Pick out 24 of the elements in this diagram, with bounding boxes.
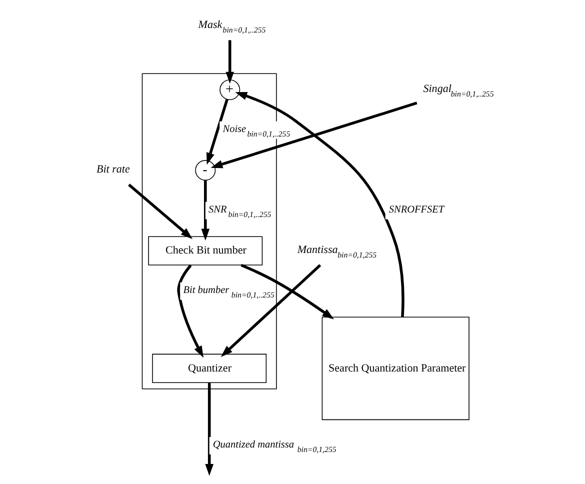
- node-text: Singal$_{bin=0,1,..255}$: [422, 82, 494, 98]
- arrow: [200, 180, 210, 241]
- arrow: [128, 184, 192, 240]
- node-text: Mantissa$_{bin=0,1,255}$: [296, 244, 376, 260]
- edge-label: Bit bumber$_{bin=0,1,..255}$: [182, 284, 274, 300]
- edge-label: SNR$_{bin=0,1,..255}$: [208, 204, 271, 219]
- arrow: [240, 264, 334, 320]
- arrow: [234, 92, 404, 318]
- node-box: Check Bit number: [148, 236, 262, 266]
- arrow: [225, 40, 234, 84]
- arrow: [210, 102, 417, 168]
- edge-label: SNROFFSET: [388, 204, 444, 216]
- node-text: Mask$_{bin=0,1,..255}$: [198, 18, 266, 34]
- node-text: Bit rate: [96, 163, 130, 176]
- node-circle: +: [219, 80, 240, 100]
- node-circle: -: [194, 160, 216, 181]
- edge-label: Noise$_{bin=0,1,..255}$: [222, 124, 290, 138]
- arrow: [206, 98, 228, 165]
- arrow: [176, 264, 204, 358]
- node-box: Search Quantization Parameter: [321, 316, 469, 420]
- arrow: [220, 264, 321, 357]
- edge-label: Quantized mantissa$_{bin=0,1,255}$: [212, 440, 336, 454]
- node-box: Quantizer: [152, 354, 266, 383]
- arrow: [204, 382, 213, 476]
